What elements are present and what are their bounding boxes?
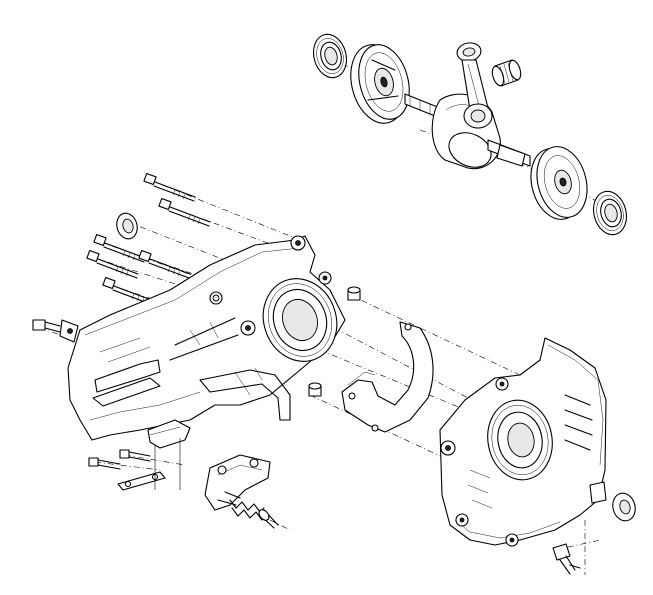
drain-screw-left <box>32 319 79 343</box>
bolt-1 <box>143 172 196 202</box>
bolt-2 <box>158 197 211 227</box>
pump-bracket <box>147 419 191 490</box>
oil-pump-assembly <box>204 454 279 529</box>
crankcase-left-half <box>67 235 346 441</box>
cylinder-bolts <box>86 172 211 306</box>
connecting-rod <box>456 42 493 129</box>
crankshaft <box>404 93 531 170</box>
needle-bearing <box>491 59 522 87</box>
flywheel-disc-right <box>530 146 588 220</box>
bracket-plate <box>117 471 166 491</box>
oil-seal-left <box>116 212 138 240</box>
dowel-pins <box>308 286 361 397</box>
oil-seal-right <box>612 492 636 522</box>
crankcase-gasket <box>341 321 434 433</box>
main-bearing-right <box>592 190 628 236</box>
crankcase-right-half <box>439 337 607 547</box>
main-bearing-left <box>312 33 348 79</box>
flywheel-disc-left <box>350 44 410 124</box>
drain-screw-right <box>552 543 581 575</box>
bolt-4 <box>86 249 139 279</box>
bolt-5 <box>138 249 191 279</box>
bolt-3 <box>93 233 146 263</box>
bracket-screws <box>88 449 151 470</box>
